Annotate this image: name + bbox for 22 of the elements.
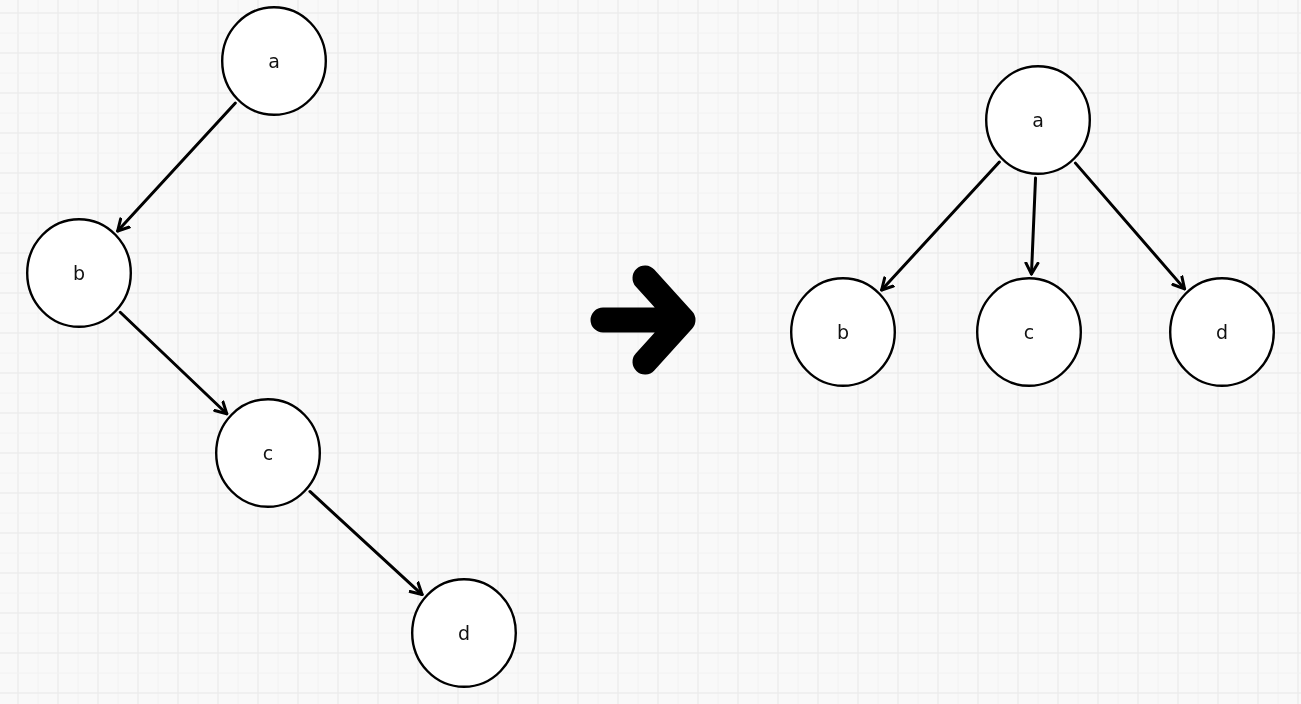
node-label: c (262, 442, 274, 464)
circle-node (790, 277, 896, 387)
circle-node (26, 218, 132, 328)
node-label: d (457, 622, 471, 644)
node-label: d (1215, 321, 1229, 343)
circle-node (411, 578, 517, 688)
node-label: b (836, 321, 850, 343)
arrow (116, 101, 237, 233)
circle-node (976, 277, 1082, 387)
circle-node (985, 65, 1091, 175)
arrow (1024, 176, 1040, 276)
circle-node (1169, 277, 1275, 387)
circle-node (215, 398, 321, 508)
circle-node (221, 6, 327, 116)
arrow (880, 160, 1001, 292)
node-label: a (268, 50, 280, 72)
node-label: a (1032, 109, 1044, 131)
node-label: b (72, 262, 86, 284)
node-label: c (1023, 321, 1035, 343)
arrow (308, 490, 424, 596)
arrow (1073, 161, 1187, 291)
arrow (118, 310, 229, 416)
